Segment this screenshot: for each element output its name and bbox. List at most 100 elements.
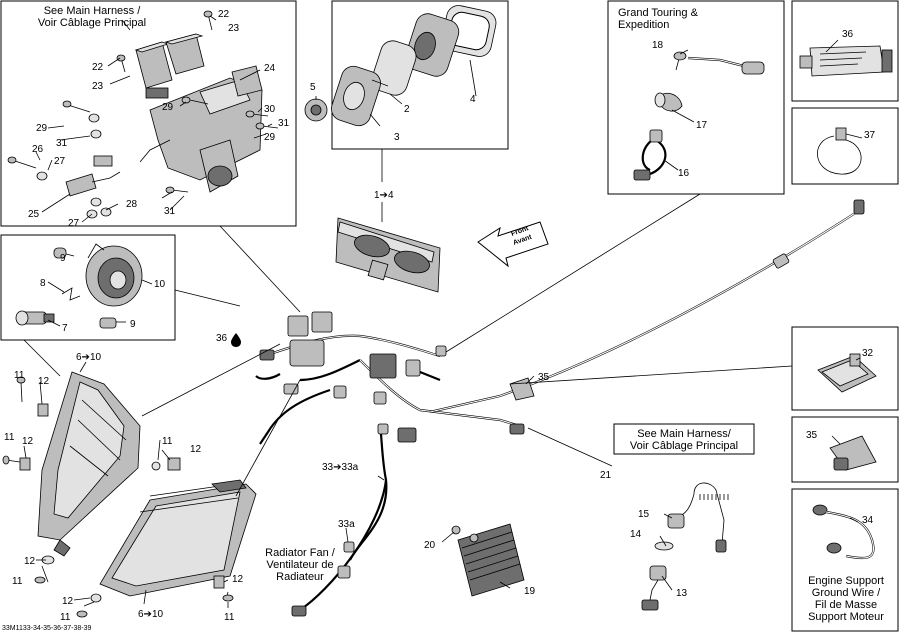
callout-5: 5 — [310, 82, 316, 93]
callout-23b: 23 — [92, 81, 104, 92]
callout-33a: 33a — [338, 519, 355, 530]
callout-9b: 9 — [130, 319, 136, 330]
connector-25 — [65, 155, 121, 197]
note-radiator-2: Ventilateur de — [266, 559, 333, 571]
grease-tube — [799, 45, 893, 77]
callout-10: 10 — [154, 279, 166, 290]
ground-wire-34 — [812, 504, 875, 560]
callout-29a: 29 — [162, 102, 174, 113]
callout-23: 23 — [228, 23, 240, 34]
inset-ground-wire-box — [791, 488, 899, 632]
callout-26: 26 — [32, 144, 44, 155]
note-main-harness-right-2: Voir Câblage Principal — [630, 440, 738, 452]
note-grand-touring-2: Expedition — [618, 19, 669, 31]
callout-18: 18 — [652, 40, 664, 51]
note-main-harness-top-2: Voir Câblage Principal — [38, 17, 146, 29]
liquid-drop-icon — [231, 333, 241, 347]
callout-17: 17 — [696, 120, 708, 131]
callout-2: 2 — [404, 104, 410, 115]
callout-13: 13 — [676, 588, 688, 599]
callout-27b: 27 — [68, 218, 80, 229]
headlamp-right — [99, 479, 257, 597]
note-main-harness-top-1: See Main Harness / — [44, 5, 142, 17]
callout-22b: 22 — [92, 62, 104, 73]
tether-cord-switch — [641, 482, 729, 611]
callout-24: 24 — [264, 63, 276, 74]
callout-7: 7 — [62, 323, 68, 334]
callout-11b: 11 — [4, 432, 15, 443]
clip-35 — [509, 377, 535, 401]
callout-29c: 29 — [36, 123, 48, 134]
front-arrow — [477, 221, 549, 268]
callout-34: 34 — [862, 515, 874, 526]
note-radiator-3: Radiateur — [276, 571, 324, 583]
retainer-35 — [829, 435, 877, 471]
callout-1to4: 1➔4 — [374, 190, 394, 201]
callout-6to10b: 6➔10 — [138, 609, 164, 620]
callout-12d: 12 — [24, 556, 36, 567]
voltage-regulator — [451, 523, 525, 597]
callout-37: 37 — [864, 130, 876, 141]
callout-31a: 31 — [278, 118, 290, 129]
callout-12a: 12 — [38, 376, 50, 387]
callout-36b: 36 — [216, 333, 228, 344]
callout-36: 36 — [842, 29, 854, 40]
callout-31c: 31 — [164, 206, 176, 217]
callout-8: 8 — [40, 278, 46, 289]
relay-bracket-assembly — [134, 33, 263, 193]
drawing-code: 33M1133-34-35-36-37-38-39 — [2, 625, 91, 632]
note-grand-touring-1: Grand Touring & — [618, 7, 699, 19]
inset-clamp-box — [791, 107, 899, 185]
inset-grand-touring-box — [607, 0, 785, 195]
fuse-32 — [817, 353, 877, 393]
callout-11c: 11 — [162, 436, 173, 447]
bolt-group-top-left — [7, 10, 279, 219]
callout-25: 25 — [28, 209, 40, 220]
note-radiator-1: Radiator Fan / — [265, 547, 336, 559]
callout-15: 15 — [638, 509, 650, 520]
callout-33to33a: 33➔33a — [322, 462, 359, 473]
leader-lines — [23, 15, 863, 608]
note-engine-3: Fil de Masse — [815, 599, 877, 611]
callout-29b: 29 — [264, 132, 276, 143]
callout-4: 4 — [470, 94, 476, 105]
callout-31b: 31 — [56, 138, 68, 149]
callout-35b: 35 — [806, 430, 818, 441]
callout-30: 30 — [264, 104, 276, 115]
callout-9a: 9 — [60, 253, 66, 264]
callout-28: 28 — [126, 199, 138, 210]
callout-11f: 11 — [224, 612, 235, 623]
callout-12b: 12 — [22, 436, 34, 447]
callout-32: 32 — [862, 348, 874, 359]
note-box-main-harness-right — [613, 423, 755, 455]
callout-22: 22 — [218, 9, 230, 20]
callout-20: 20 — [424, 540, 436, 551]
gauge-cluster-assembled — [335, 217, 441, 293]
callout-numbers: 22 23 24 22 23 29 30 31 29 29 31 26 27 2… — [4, 9, 876, 623]
callout-12e: 12 — [62, 596, 74, 607]
callout-16: 16 — [678, 168, 690, 179]
callout-12c: 12 — [190, 444, 202, 455]
callout-3: 3 — [394, 132, 400, 143]
note-engine-4: Support Moteur — [808, 611, 884, 623]
callout-12f: 12 — [232, 574, 244, 585]
notes-text: See Main Harness / Voir Câblage Principa… — [2, 5, 884, 632]
headlamp-left — [37, 371, 141, 557]
callout-27a: 27 — [54, 156, 66, 167]
gauge-cluster-exploded — [304, 5, 497, 127]
note-engine-1: Engine Support — [808, 575, 884, 587]
callout-6to10a: 6➔10 — [76, 352, 102, 363]
headlamp-parts — [15, 243, 143, 329]
antenna-wire-assembly — [633, 51, 765, 181]
main-harness — [255, 199, 865, 617]
callout-11a: 11 — [14, 370, 25, 381]
callout-35a: 35 — [538, 372, 550, 383]
callout-11e: 11 — [60, 612, 71, 623]
arrow-icon — [477, 221, 549, 268]
callout-14: 14 — [630, 529, 642, 540]
callout-21: 21 — [600, 470, 612, 481]
callout-11d: 11 — [12, 576, 23, 587]
note-engine-2: Ground Wire / — [812, 587, 881, 599]
